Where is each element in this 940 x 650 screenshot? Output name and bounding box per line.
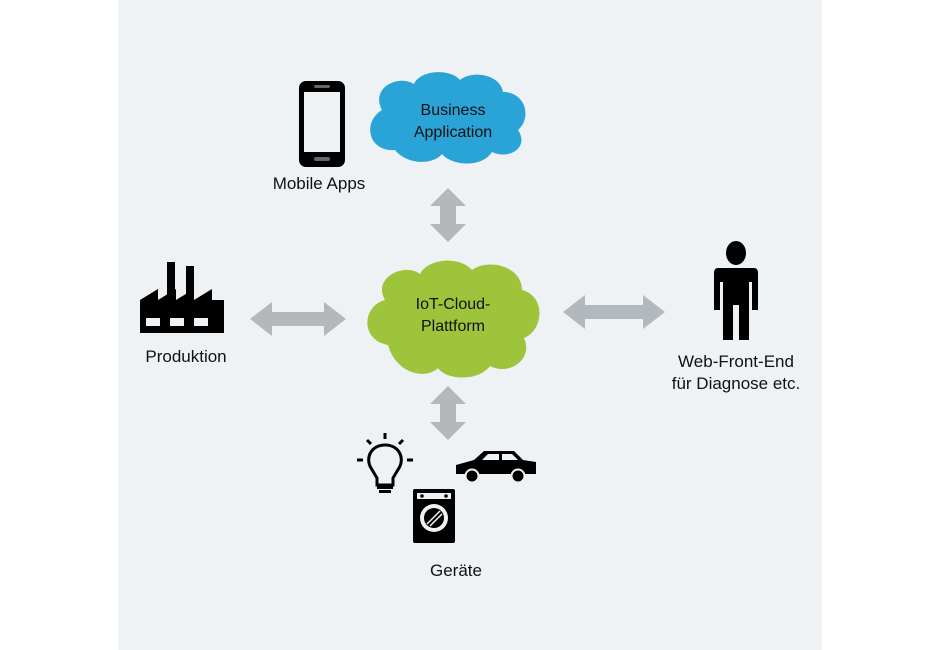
smartphone-icon	[299, 81, 345, 167]
business-application-line1: Business	[420, 102, 486, 119]
washing-machine-icon	[413, 489, 455, 543]
business-application-cloud	[370, 72, 526, 164]
arrow-business-iot	[430, 188, 466, 242]
person-icon	[714, 241, 758, 340]
arrow-iot-frontend	[563, 295, 665, 329]
arrow-production-iot	[250, 302, 346, 336]
car-icon	[456, 451, 536, 484]
web-front-end-label: Web-Front-End für Diagnose etc.	[650, 351, 822, 395]
geraete-label: Geräte	[430, 561, 482, 580]
business-application-label: Business Application	[392, 100, 514, 144]
iot-cloud-line1: IoT-Cloud-	[415, 296, 491, 313]
iot-cloud-label: IoT-Cloud- Plattform	[392, 294, 514, 338]
mobile-apps-label: Mobile Apps	[272, 174, 366, 193]
web-front-end-line1: Web-Front-End	[678, 352, 794, 371]
arrow-iot-devices	[430, 386, 466, 440]
factory-icon	[140, 262, 224, 333]
iot-cloud-line2: Plattform	[420, 318, 485, 335]
business-application-line2: Application	[413, 124, 493, 141]
iot-cloud-platform-cloud	[367, 260, 540, 378]
lightbulb-icon	[357, 433, 413, 493]
produktion-label: Produktion	[145, 347, 227, 366]
web-front-end-line2: für Diagnose etc.	[671, 374, 801, 393]
